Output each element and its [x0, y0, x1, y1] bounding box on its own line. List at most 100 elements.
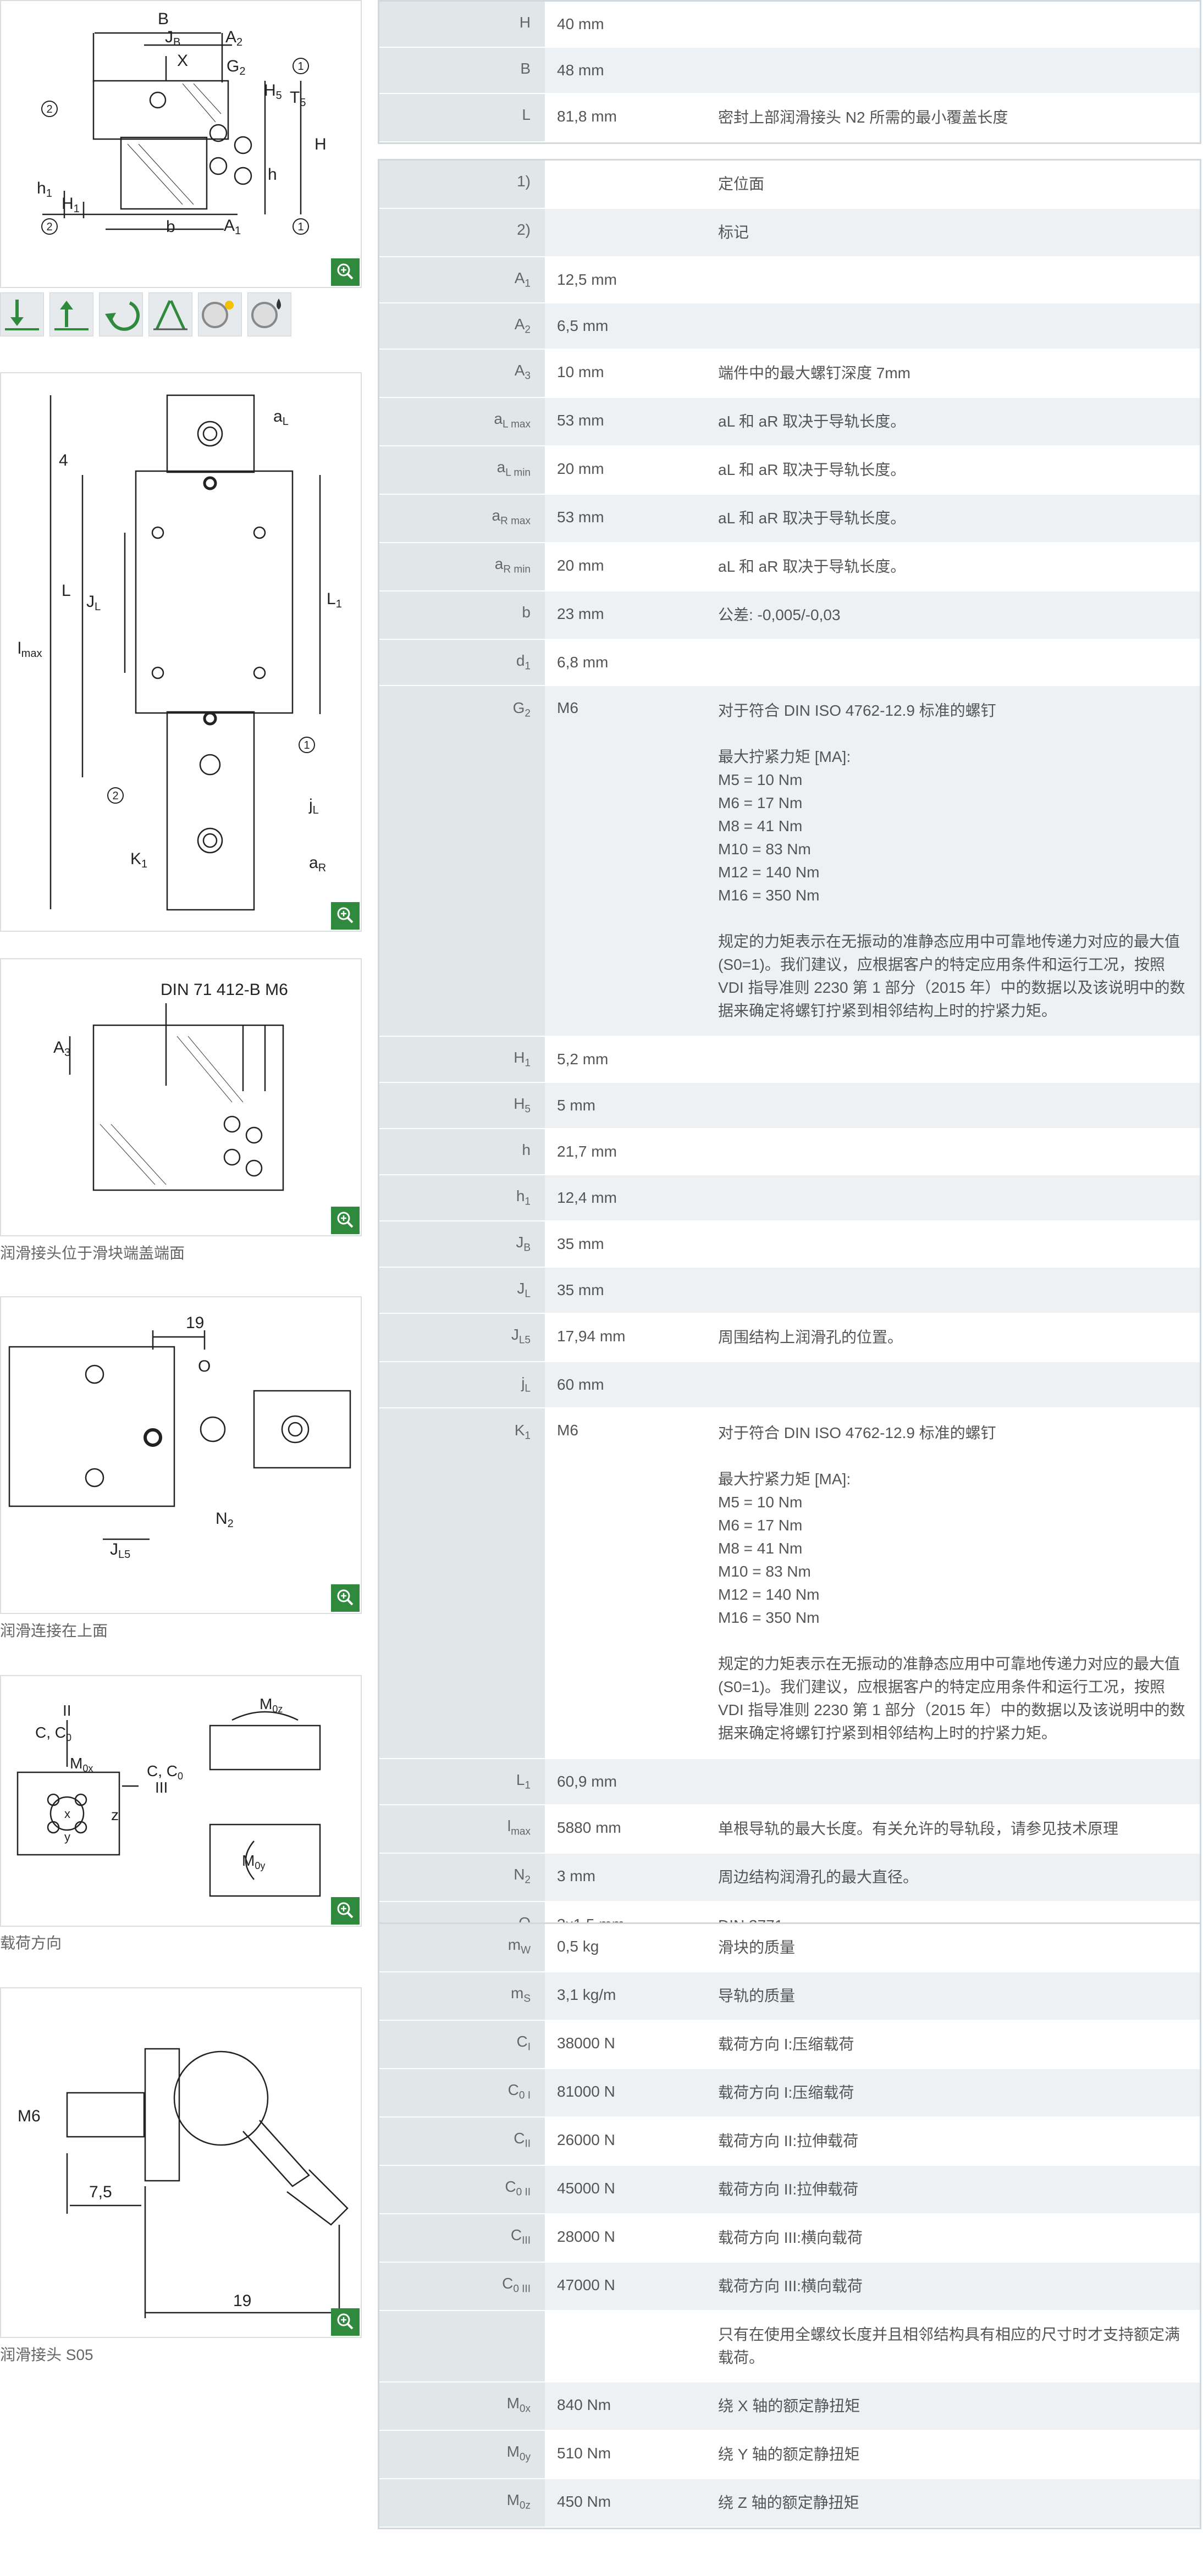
row-value: 35 mm: [545, 1268, 707, 1313]
label-II: II: [63, 1702, 71, 1719]
zoom-button[interactable]: [331, 902, 360, 930]
description-line: 端件中的最大螺钉深度 7mm: [718, 364, 911, 382]
row-symbol: L1: [379, 1759, 545, 1804]
row-value: [545, 2311, 707, 2381]
row-symbol: d1: [379, 640, 545, 685]
load-up-icon[interactable]: [49, 292, 93, 336]
zoom-icon: [337, 263, 354, 280]
row-symbol: 2): [379, 209, 545, 256]
row-symbol: C0 I: [379, 2069, 545, 2116]
row-value: 60,9 mm: [545, 1759, 707, 1804]
description-line: [718, 1629, 1187, 1652]
description-line: 绕 X 轴的额定静扭矩: [718, 2397, 860, 2414]
dry-run-icon[interactable]: [198, 292, 242, 336]
row-description: [707, 48, 1200, 93]
load-down-icon[interactable]: [0, 292, 44, 336]
description-line: 密封上部润滑接头 N2 所需的最小覆盖长度: [718, 109, 1008, 126]
row-symbol: [379, 2311, 545, 2381]
row-value: 53 mm: [545, 398, 707, 445]
description-line: 周围结构上润滑孔的位置。: [718, 1329, 903, 1346]
row-value: M6: [545, 1408, 707, 1758]
row-symbol: C0 III: [379, 2263, 545, 2310]
oil-lube-icon[interactable]: [247, 292, 291, 336]
row-description: 滑块的质量: [707, 1924, 1200, 1971]
row-value: 5880 mm: [545, 1805, 707, 1853]
row-symbol: A1: [379, 257, 545, 302]
figure-top-view: aL 4 L JL L1 lmax jL K1 aR 1 2: [0, 372, 362, 932]
zoom-button[interactable]: [331, 1207, 360, 1234]
description-line: 对于符合 DIN ISO 4762-12.9 标准的螺钉: [718, 1424, 996, 1441]
dim-A2: A2: [225, 28, 242, 48]
row-symbol: M0x: [379, 2382, 545, 2430]
callout-2: 2: [46, 221, 52, 233]
row-description: 周边结构润滑孔的最大直径。: [707, 1854, 1200, 1901]
description-line: aL 和 aR 取决于导轨长度。: [718, 558, 906, 575]
row-description: 密封上部润滑接头 N2 所需的最小覆盖长度: [707, 94, 1200, 141]
description-line: 规定的力矩表示在无振动的准静态应用中可靠地传递力对应的最大值: [718, 933, 1180, 950]
label-M0y: M0y: [242, 1852, 265, 1871]
row-symbol: H5: [379, 1083, 545, 1128]
row-description: 绕 Z 轴的额定静扭矩: [707, 2479, 1200, 2527]
zoom-button[interactable]: [331, 1897, 360, 1925]
row-description: 载荷方向 II:拉伸载荷: [707, 2166, 1200, 2213]
description-line: VDI 指导准则 2230 第 1 部分（2015 年）中的数据以及该说明中的数: [718, 979, 1185, 996]
description-line: 载荷方向 III:横向载荷: [718, 2278, 863, 2295]
zoom-button[interactable]: [331, 1584, 360, 1612]
figure-lube-end-face: DIN 71 412-B M6 A3: [0, 958, 362, 1236]
dim-G2: G2: [227, 57, 245, 78]
row-symbol: aL max: [379, 398, 545, 445]
row-symbol: aR max: [379, 495, 545, 542]
moment-icon[interactable]: [99, 292, 143, 336]
row-description: [707, 1221, 1200, 1267]
row-symbol: b: [379, 592, 545, 639]
row-symbol: aR min: [379, 543, 545, 590]
zoom-button[interactable]: [331, 258, 360, 286]
row-value: 510 Nm: [545, 2431, 707, 2478]
row-symbol: JL5: [379, 1314, 545, 1361]
row-description: [707, 1759, 1200, 1804]
row-description: [707, 1083, 1200, 1128]
description-line: 规定的力矩表示在无振动的准静态应用中可靠地传递力对应的最大值: [718, 1655, 1180, 1672]
row-value: 450 Nm: [545, 2479, 707, 2527]
dim-A3: A3: [53, 1038, 70, 1059]
zoom-button[interactable]: [331, 2308, 360, 2336]
load-lateral-icon[interactable]: [148, 292, 192, 336]
row-symbol: CIII: [379, 2214, 545, 2262]
description-line: 载荷方向 II:拉伸载荷: [718, 2181, 859, 2198]
row-value: 3 mm: [545, 1854, 707, 1901]
description-line: 公差: -0,005/-0,03: [718, 606, 841, 623]
table-row: 1)定位面: [379, 161, 1200, 209]
figure-caption: 润滑接头位于滑块端盖端面: [0, 1245, 185, 1262]
description-line: 周边结构润滑孔的最大直径。: [718, 1869, 919, 1886]
lube-end-face-drawing: DIN 71 412-B M6 A3: [53, 981, 288, 1191]
description-line: 载荷方向 II:拉伸载荷: [718, 2132, 859, 2149]
row-value: [545, 209, 707, 256]
dim-4: 4: [59, 451, 68, 469]
row-symbol: CII: [379, 2118, 545, 2165]
callout-2: 2: [112, 790, 118, 802]
label-N2: N2: [216, 1510, 234, 1530]
zoom-icon: [337, 907, 354, 924]
label-C-C0: C, C0: [35, 1724, 71, 1743]
row-value: 26000 N: [545, 2118, 707, 2165]
description-line: 定位面: [718, 175, 765, 192]
row-description: aL 和 aR 取决于导轨长度。: [707, 446, 1200, 494]
description-line: 滑块的质量: [718, 1939, 796, 1956]
label-C-C0-III: C, C0: [147, 1762, 183, 1782]
figure-load-directions: II C, C0 M0x C, C0 III M0z M0y z x y: [0, 1675, 362, 1927]
row-value: 12,5 mm: [545, 257, 707, 302]
